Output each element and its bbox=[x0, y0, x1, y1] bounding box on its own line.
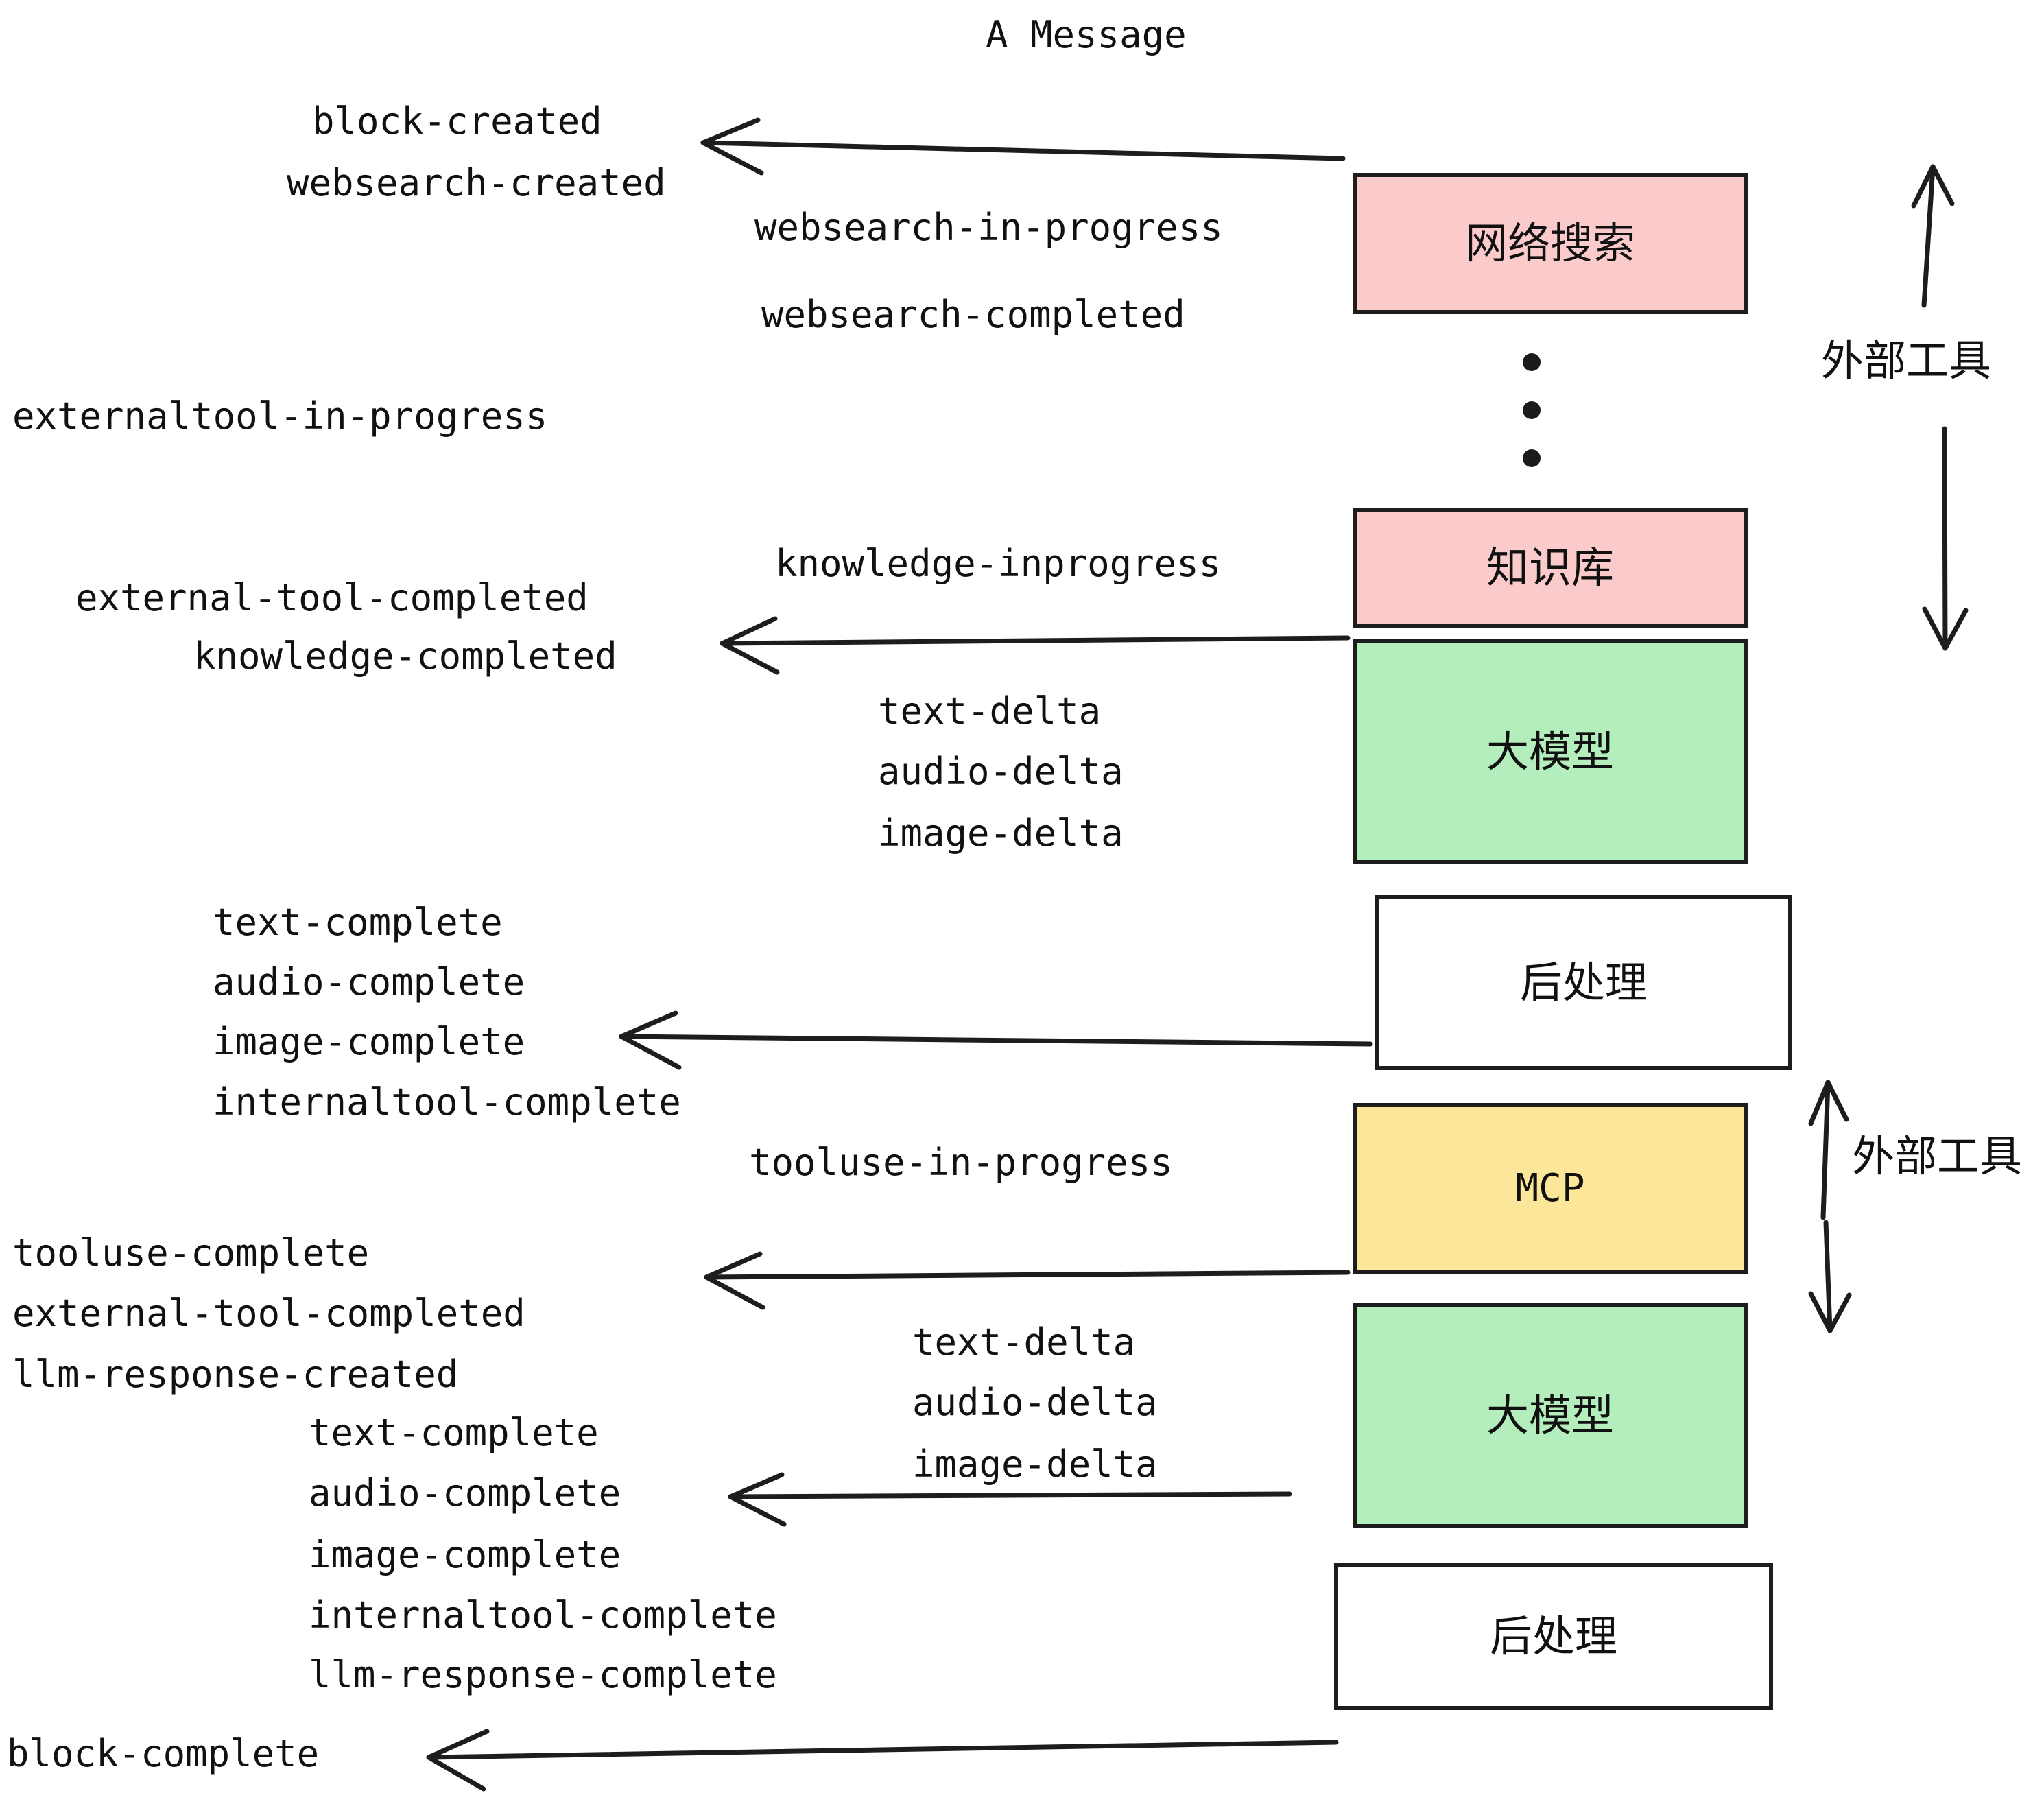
ellipsis-dot-2 bbox=[1523, 401, 1541, 419]
event-internaltool-complete-2: internaltool-complete bbox=[309, 1593, 777, 1637]
diagram-title: A Message bbox=[986, 13, 1187, 56]
external-tools-down-arrow-bottom bbox=[1808, 1220, 1852, 1333]
node-label: 大模型 bbox=[1486, 726, 1614, 776]
arrow-mcp-to-left bbox=[704, 1251, 1351, 1310]
event-image-delta-2: image-delta bbox=[912, 1443, 1158, 1486]
arrow-postprocess1-to-left bbox=[619, 1010, 1373, 1070]
node-knowledge-base[interactable]: 知识库 bbox=[1353, 508, 1748, 628]
node-label: 后处理 bbox=[1489, 1611, 1617, 1661]
side-label-external-tools-top: 外部工具 bbox=[1821, 335, 1992, 385]
event-block-complete: block-complete bbox=[7, 1732, 320, 1775]
event-image-complete-2: image-complete bbox=[309, 1533, 621, 1576]
ellipsis-dot-1 bbox=[1523, 353, 1541, 371]
side-label-external-tools-bottom: 外部工具 bbox=[1852, 1131, 2023, 1181]
event-internaltool-complete-1: internaltool-complete bbox=[213, 1080, 681, 1124]
node-postprocess-2[interactable]: 后处理 bbox=[1334, 1563, 1773, 1710]
event-image-delta-1: image-delta bbox=[878, 811, 1124, 855]
event-external-tool-completed-2: external-tool-completed bbox=[12, 1292, 525, 1335]
event-audio-delta-1: audio-delta bbox=[878, 750, 1124, 793]
event-text-complete-2: text-complete bbox=[309, 1411, 599, 1454]
event-llm-response-created: llm-response-created bbox=[12, 1353, 459, 1396]
event-knowledge-inprogress: knowledge-inprogress bbox=[775, 542, 1222, 585]
node-llm-2[interactable]: 大模型 bbox=[1353, 1303, 1748, 1528]
event-websearch-in-progress: websearch-in-progress bbox=[754, 206, 1223, 249]
node-mcp[interactable]: MCP bbox=[1353, 1103, 1748, 1274]
node-llm-1[interactable]: 大模型 bbox=[1353, 639, 1748, 864]
event-external-tool-completed-1: external-tool-completed bbox=[75, 576, 589, 619]
node-label: 后处理 bbox=[1519, 957, 1648, 1008]
event-audio-complete-1: audio-complete bbox=[213, 960, 525, 1004]
event-image-complete-1: image-complete bbox=[213, 1020, 525, 1063]
event-audio-complete-2: audio-complete bbox=[309, 1471, 621, 1515]
event-tooluse-in-progress: tooluse-in-progress bbox=[749, 1141, 1173, 1184]
event-text-delta-2: text-delta bbox=[912, 1320, 1136, 1364]
ellipsis-dot-3 bbox=[1523, 449, 1541, 467]
node-web-search[interactable]: 网络搜索 bbox=[1353, 173, 1748, 314]
event-audio-delta-2: audio-delta bbox=[912, 1381, 1158, 1424]
event-text-complete-1: text-complete bbox=[213, 901, 503, 944]
node-postprocess-1[interactable]: 后处理 bbox=[1375, 895, 1792, 1070]
node-label: 网络搜索 bbox=[1464, 218, 1635, 268]
event-websearch-created: websearch-created bbox=[287, 161, 666, 204]
node-label: MCP bbox=[1515, 1166, 1585, 1211]
node-label: 知识库 bbox=[1486, 543, 1614, 593]
event-tooluse-complete: tooluse-complete bbox=[12, 1231, 370, 1274]
external-tools-up-arrow-top bbox=[1911, 164, 1955, 308]
event-externaltool-in-progress: externaltool-in-progress bbox=[12, 394, 548, 438]
arrow-websearch-to-left bbox=[700, 117, 1346, 176]
node-label: 大模型 bbox=[1486, 1390, 1614, 1440]
event-knowledge-completed: knowledge-completed bbox=[193, 634, 617, 678]
event-text-delta-1: text-delta bbox=[878, 689, 1102, 733]
arrow-postprocess2-to-left bbox=[426, 1729, 1339, 1792]
external-tools-down-arrow-top bbox=[1922, 426, 1969, 651]
external-tools-up-arrow-bottom bbox=[1808, 1080, 1849, 1220]
event-llm-response-complete: llm-response-complete bbox=[309, 1653, 777, 1696]
event-block-created: block-created bbox=[312, 99, 602, 143]
arrow-knowledge-to-left bbox=[720, 616, 1351, 675]
event-websearch-completed: websearch-completed bbox=[761, 293, 1185, 336]
